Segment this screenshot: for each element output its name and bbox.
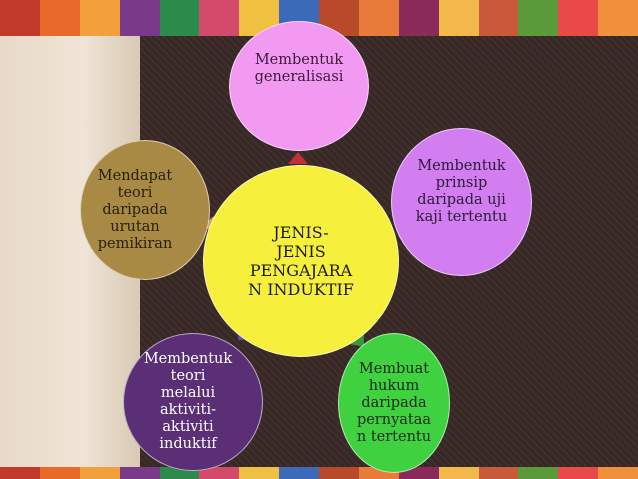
strip-segment: [239, 467, 280, 479]
node-left-label: Mendapat teori daripada urutan pemikiran: [97, 167, 173, 252]
center-node: JENIS- JENIS PENGAJARA N INDUKTIF: [203, 165, 399, 357]
node-bottom-left-label: Membentuk teori melalui aktiviti- aktivi…: [143, 351, 233, 452]
strip-segment: [598, 0, 638, 36]
node-right: Membentuk prinsip daripada uji kaji tert…: [391, 128, 532, 276]
node-top: Membentuk generalisasi: [229, 21, 369, 151]
node-left: Mendapat teori daripada urutan pemikiran: [80, 140, 210, 280]
strip-segment: [438, 467, 479, 479]
strip-segment: [0, 0, 40, 36]
strip-segment: [358, 0, 399, 36]
strip-segment: [598, 467, 638, 479]
strip-segment: [518, 467, 559, 479]
arrow-to-top: [288, 152, 308, 164]
node-bottom-right-label: Membuat hukum daripada pernyataa n terte…: [356, 360, 432, 445]
strip-segment: [518, 0, 559, 36]
decorative-bottom-strip: [0, 467, 638, 479]
node-top-label: Membentuk generalisasi: [254, 52, 344, 85]
strip-segment: [79, 467, 120, 479]
node-bottom-right: Membuat hukum daripada pernyataa n terte…: [338, 333, 450, 473]
strip-segment: [478, 0, 519, 36]
arrow-to-left: [203, 216, 214, 234]
strip-segment: [398, 0, 439, 36]
strip-segment: [478, 467, 519, 479]
center-node-label: JENIS- JENIS PENGAJARA N INDUKTIF: [248, 223, 354, 299]
strip-segment: [0, 467, 40, 479]
strip-segment: [438, 0, 479, 36]
strip-segment: [39, 467, 80, 479]
strip-segment: [199, 0, 240, 36]
strip-segment: [119, 467, 160, 479]
node-right-label: Membentuk prinsip daripada uji kaji tert…: [415, 158, 508, 225]
strip-segment: [558, 467, 599, 479]
strip-segment: [159, 0, 200, 36]
strip-segment: [279, 467, 319, 479]
node-bottom-left: Membentuk teori melalui aktiviti- aktivi…: [123, 333, 263, 471]
strip-segment: [199, 467, 240, 479]
strip-segment: [119, 0, 160, 36]
strip-segment: [319, 467, 359, 479]
strip-segment: [558, 0, 599, 36]
strip-segment: [79, 0, 120, 36]
strip-segment: [39, 0, 80, 36]
